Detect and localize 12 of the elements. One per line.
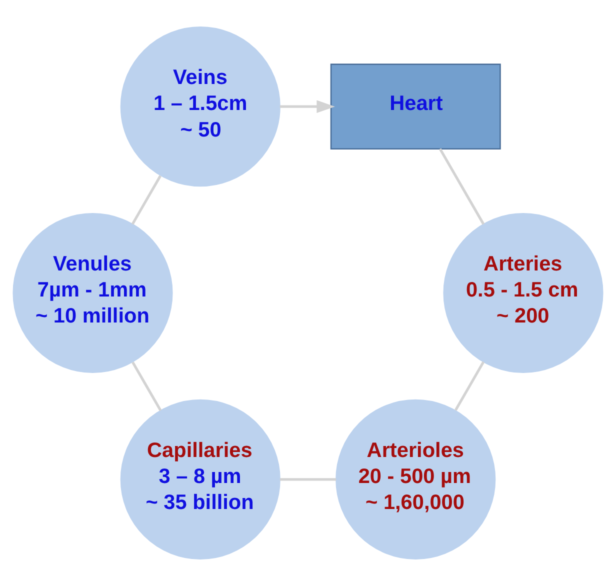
node-circle: Veins 1 – 1.5cm ~ 50: [120, 26, 280, 187]
connector: [131, 175, 162, 225]
node-circle: Arterioles 20 - 500 µm ~ 1,60,000: [336, 399, 496, 560]
node-box: Heart: [330, 64, 501, 150]
connector: [280, 478, 336, 481]
connector: [454, 361, 485, 411]
arrow: [280, 100, 335, 113]
node-circle: Venules 7µm - 1mm ~ 10 million: [12, 212, 173, 374]
node-circle: Arteries 0.5 - 1.5 cm ~ 200: [443, 212, 604, 374]
connector: [438, 148, 485, 225]
connector: [132, 362, 162, 412]
node-circle: Capillaries 3 – 8 µm ~ 35 billion: [120, 399, 280, 560]
